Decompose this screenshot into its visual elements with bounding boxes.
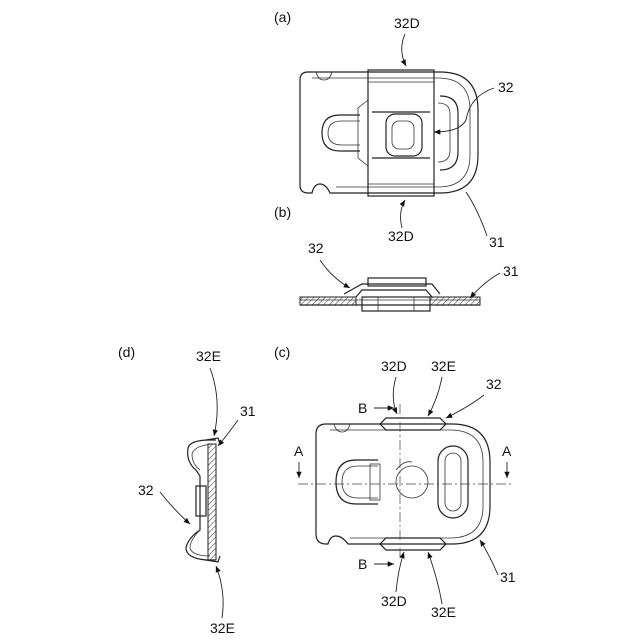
callout-a-32D-top: 32D bbox=[394, 15, 420, 31]
figure-a-label: (a) bbox=[274, 9, 291, 25]
section-b-top: B bbox=[358, 400, 367, 416]
callout-d-32E-bottom: 32E bbox=[210, 620, 235, 636]
callout-a-32D-bottom: 32D bbox=[388, 228, 414, 244]
callout-b-32: 32 bbox=[308, 240, 324, 256]
callout-c-32: 32 bbox=[486, 376, 502, 392]
callout-c-32D-bottom: 32D bbox=[381, 593, 407, 609]
callout-b-31: 31 bbox=[503, 263, 519, 279]
figure-a: (a) 32D 32 32D 31 bbox=[274, 9, 514, 250]
section-a-right: A bbox=[502, 443, 512, 459]
callout-c-32E-top: 32E bbox=[431, 358, 456, 374]
callout-c-32E-bottom: 32E bbox=[431, 604, 456, 620]
figure-c: (c) A A B B 32D 32E 32 bbox=[274, 344, 516, 620]
callout-d-32: 32 bbox=[138, 482, 154, 498]
callout-a-31: 31 bbox=[489, 234, 505, 250]
section-b-bottom: B bbox=[358, 556, 367, 572]
figure-d: (d) 32E 31 32 32E bbox=[118, 344, 256, 636]
figure-c-label: (c) bbox=[274, 344, 290, 360]
figure-b-label: (b) bbox=[274, 204, 291, 220]
callout-d-31: 31 bbox=[240, 403, 256, 419]
figure-b: (b) 32 31 bbox=[274, 204, 519, 311]
callout-d-32E-top: 32E bbox=[196, 348, 221, 364]
figure-d-label: (d) bbox=[118, 344, 135, 360]
callout-c-31: 31 bbox=[500, 569, 516, 585]
callout-c-32D-top: 32D bbox=[381, 358, 407, 374]
section-a-left: A bbox=[294, 443, 304, 459]
callout-a-32: 32 bbox=[498, 79, 514, 95]
